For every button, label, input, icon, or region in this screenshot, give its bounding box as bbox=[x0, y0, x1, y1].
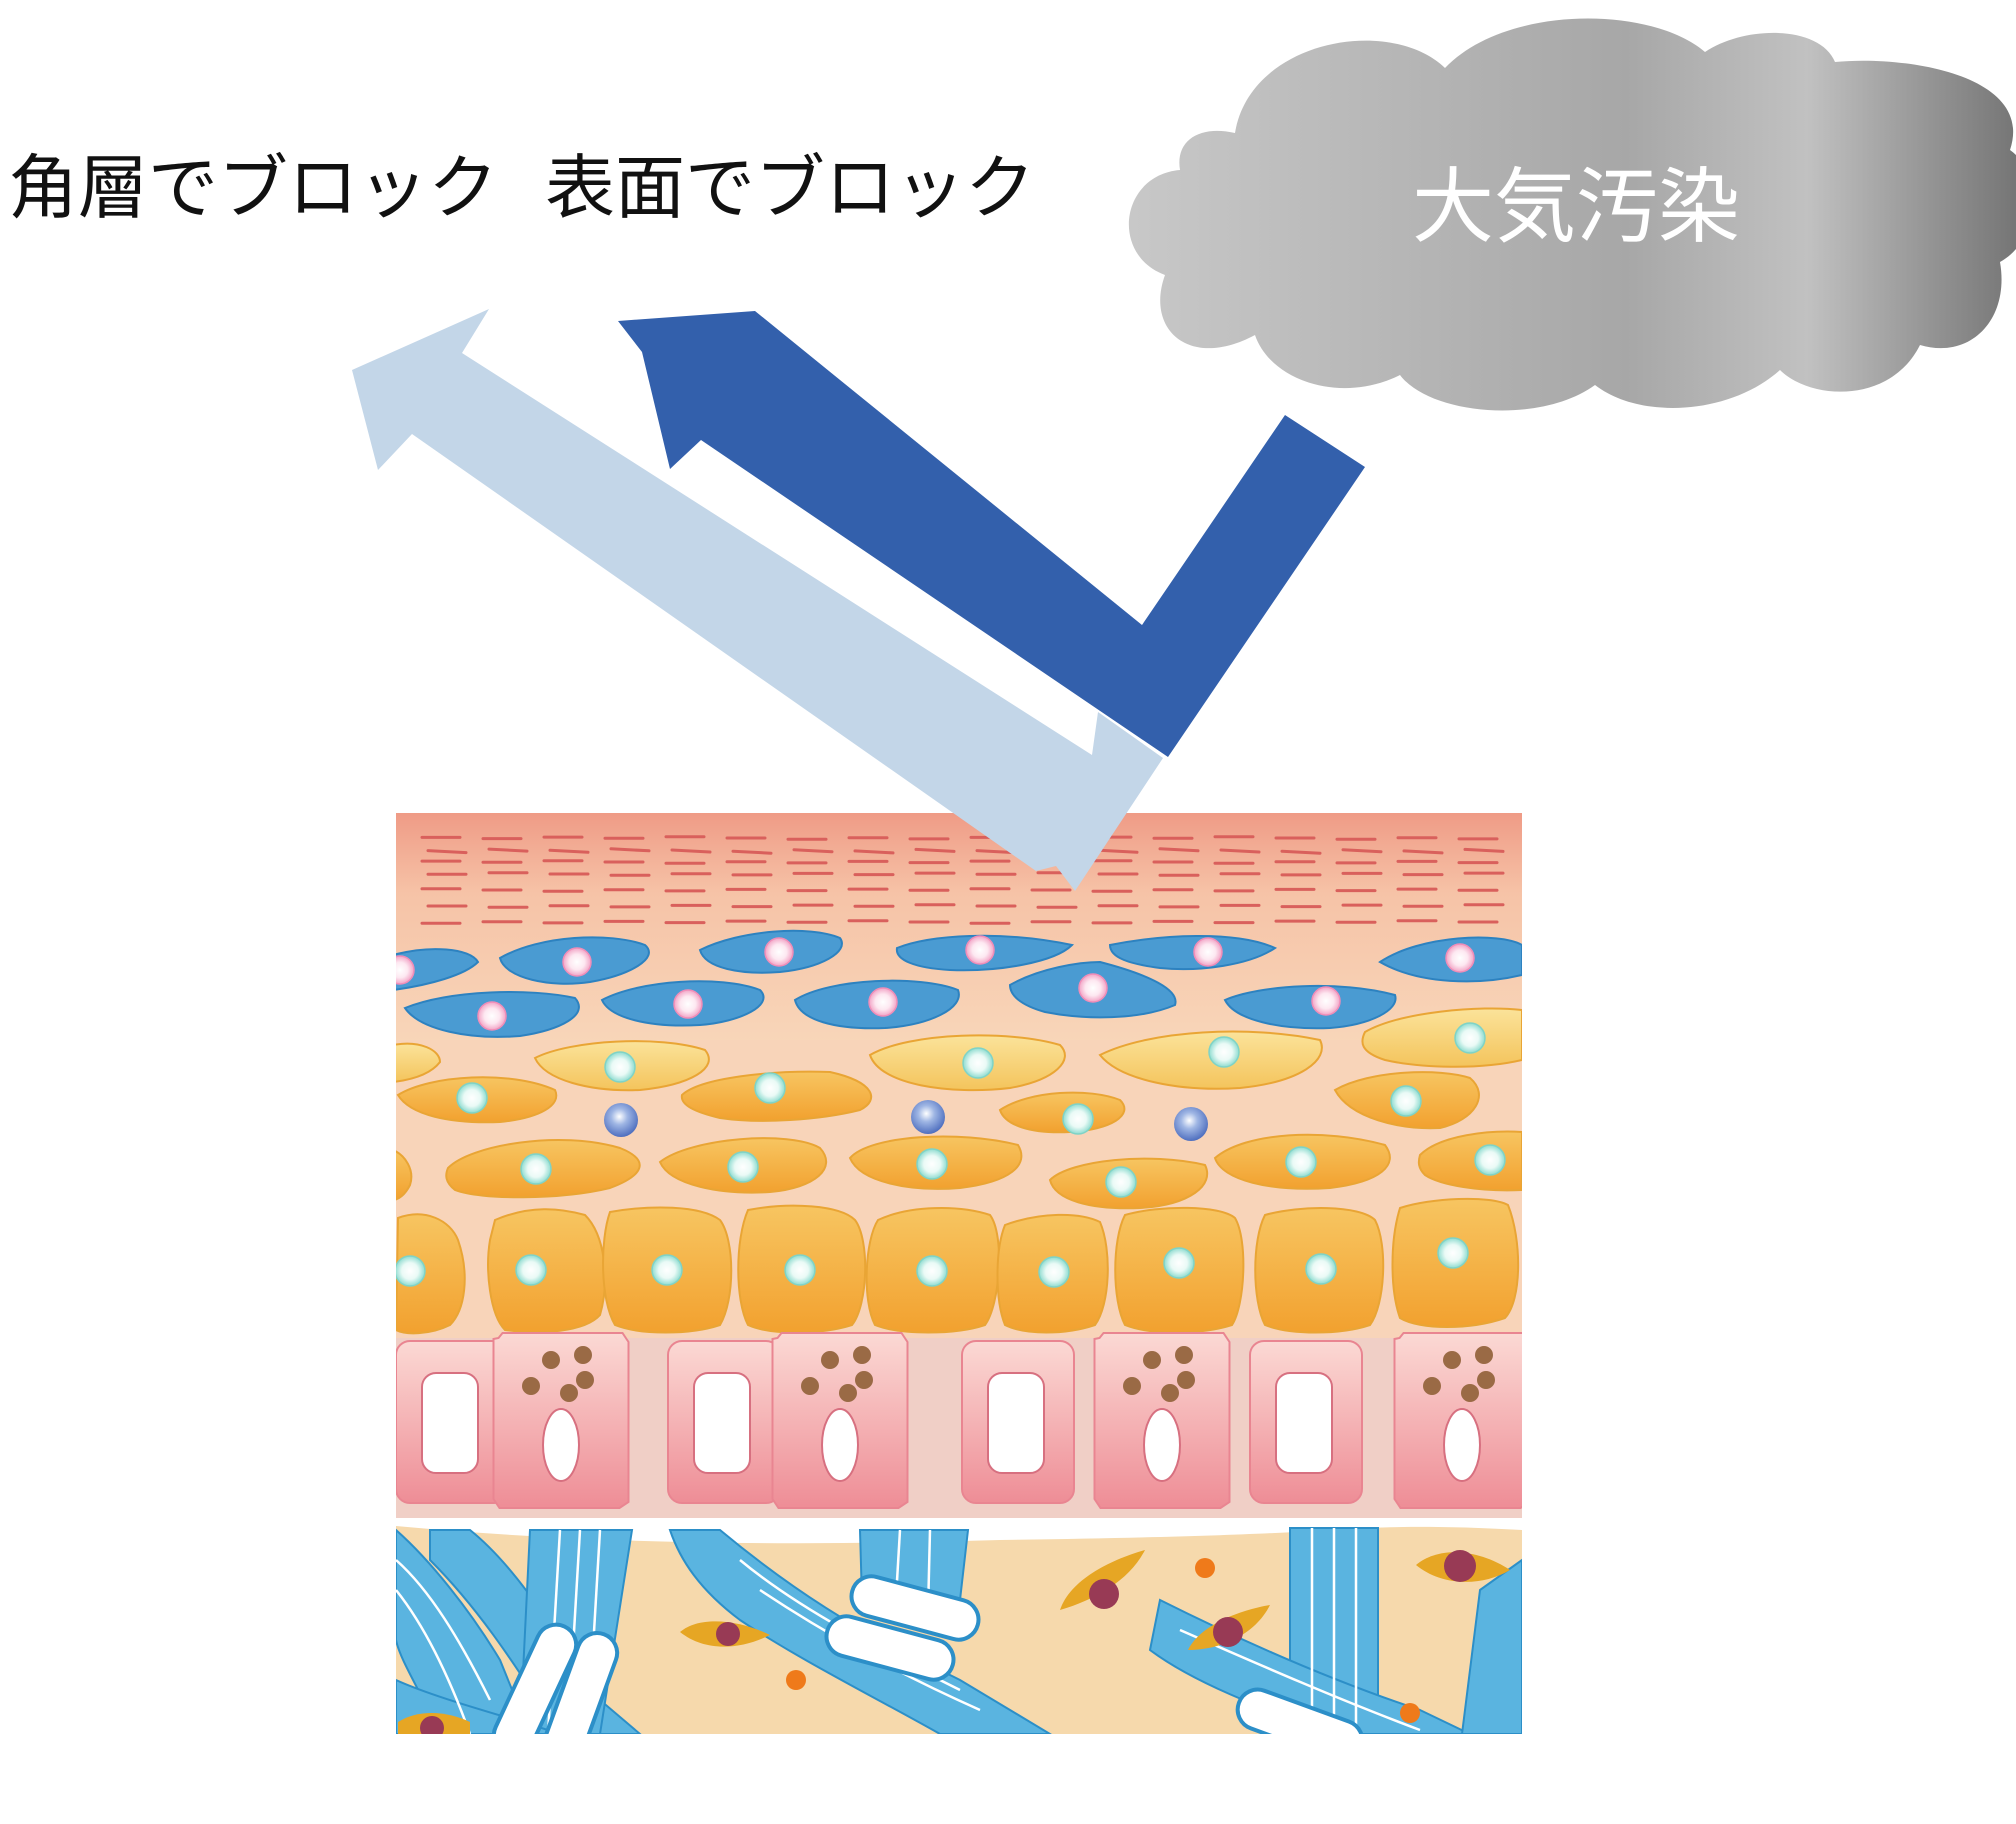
melanin-granule bbox=[1177, 1371, 1195, 1389]
melanin-granule bbox=[1475, 1346, 1493, 1364]
melanin-granule bbox=[1161, 1384, 1179, 1402]
melanin-granule bbox=[801, 1377, 819, 1395]
nucleus bbox=[785, 1255, 815, 1285]
nucleus bbox=[1106, 1167, 1136, 1197]
basal-cell-row bbox=[396, 1333, 1530, 1508]
nucleus bbox=[869, 988, 897, 1016]
nucleus bbox=[457, 1083, 487, 1113]
nucleus bbox=[963, 1048, 993, 1078]
nucleus bbox=[1079, 974, 1107, 1002]
cell-vacuole bbox=[1276, 1373, 1332, 1473]
nucleus bbox=[652, 1255, 682, 1285]
melanocyte-nucleus bbox=[822, 1409, 858, 1481]
nucleus bbox=[1455, 1023, 1485, 1053]
nucleus bbox=[728, 1152, 758, 1182]
melanin-granule bbox=[1443, 1351, 1461, 1369]
nucleus bbox=[1039, 1257, 1069, 1287]
pollution-label: 大気汚染 bbox=[1412, 160, 1740, 255]
melanocyte-nucleus bbox=[543, 1409, 579, 1481]
nucleus bbox=[563, 948, 591, 976]
melanocyte-nucleus bbox=[1444, 1409, 1480, 1481]
melanin-granule bbox=[853, 1346, 871, 1364]
melanin-granule bbox=[1123, 1377, 1141, 1395]
nucleus bbox=[1446, 944, 1474, 972]
melanin-granule bbox=[1477, 1371, 1495, 1389]
cell-vacuole bbox=[694, 1373, 750, 1473]
nucleus bbox=[605, 1052, 635, 1082]
nucleus bbox=[1475, 1145, 1505, 1175]
nucleus bbox=[966, 936, 994, 964]
nucleus bbox=[765, 938, 793, 966]
nucleus bbox=[395, 1256, 425, 1286]
cell-vacuole bbox=[988, 1373, 1044, 1473]
melanin-granule bbox=[560, 1384, 578, 1402]
nucleus bbox=[478, 1002, 506, 1030]
nucleus bbox=[674, 990, 702, 1018]
melanin-granule bbox=[542, 1351, 560, 1369]
skin-cross-section bbox=[386, 813, 1530, 1773]
stratum-block-label: 角層でブロック bbox=[8, 147, 498, 229]
melanin-granule bbox=[1175, 1346, 1193, 1364]
nucleus bbox=[1312, 987, 1340, 1015]
nucleus bbox=[917, 1256, 947, 1286]
surface-block-label: 表面でブロック bbox=[545, 147, 1035, 229]
melanin-granule bbox=[839, 1384, 857, 1402]
cell-vacuole bbox=[422, 1373, 478, 1473]
melanin-granule bbox=[522, 1377, 540, 1395]
cloud-icon: 大気汚染 bbox=[1129, 19, 2016, 411]
nucleus bbox=[1209, 1037, 1239, 1067]
nucleus bbox=[1306, 1254, 1336, 1284]
basal-layer bbox=[396, 1199, 1518, 1333]
melanin-granule bbox=[574, 1346, 592, 1364]
nucleus bbox=[386, 956, 414, 984]
nucleus bbox=[521, 1154, 551, 1184]
melanin-granule bbox=[821, 1351, 839, 1369]
nucleus bbox=[755, 1073, 785, 1103]
nucleus bbox=[917, 1149, 947, 1179]
nucleus bbox=[1194, 938, 1222, 966]
nucleus bbox=[1063, 1104, 1093, 1134]
nucleus bbox=[1391, 1086, 1421, 1116]
nucleus bbox=[516, 1255, 546, 1285]
melanin-granule bbox=[1423, 1377, 1441, 1395]
nucleus bbox=[1438, 1238, 1468, 1268]
melanin-granule bbox=[1461, 1384, 1479, 1402]
melanocyte-nucleus bbox=[1144, 1409, 1180, 1481]
melanin-granule bbox=[1143, 1351, 1161, 1369]
melanin-granule bbox=[855, 1371, 873, 1389]
nucleus bbox=[1164, 1248, 1194, 1278]
melanin-granule bbox=[576, 1371, 594, 1389]
nucleus bbox=[1286, 1147, 1316, 1177]
